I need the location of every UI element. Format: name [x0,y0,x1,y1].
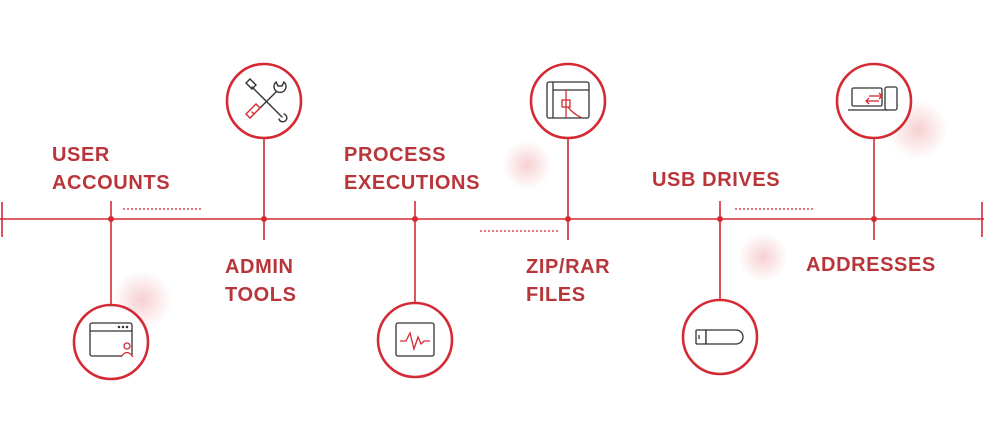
device-transfer-icon [848,86,898,111]
icon-circle-admin-tools [225,62,303,140]
label-admin-tools: ADMIN TOOLS [225,253,297,309]
icon-circle-zip-rar-files [529,62,607,140]
junction-dot [412,216,418,222]
label-line: ADDRESSES [806,254,936,276]
junction-dot [108,216,114,222]
browser-window-user-icon [89,322,134,358]
archive-folder-icon [546,81,590,119]
label-line: USB DRIVES [652,169,781,191]
wrench-screwdriver-icon [245,78,288,123]
label-usb-drives: USB DRIVES [652,166,780,194]
icon-circle-process-executions [376,301,454,379]
decorative-glow [738,232,788,282]
junction-dot [871,216,877,222]
label-line: ACCOUNTS [52,172,171,194]
label-addresses: ADDRESSES [806,251,936,279]
label-line: ZIP/RAR [526,256,611,278]
label-line: EXECUTIONS [344,172,481,194]
label-line: ADMIN [225,256,294,278]
label-line: TOOLS [225,284,297,306]
icon-circle-user-accounts [72,303,150,381]
junction-dot [717,216,723,222]
label-process-executions: PROCESS EXECUTIONS [344,141,480,197]
activity-monitor-icon [395,322,435,357]
junction-dot [565,216,571,222]
label-line: FILES [526,284,586,306]
label-line: PROCESS [344,144,447,166]
usb-stick-icon [695,329,744,345]
label-user-accounts: USER ACCOUNTS [52,141,170,197]
label-zip-rar-files: ZIP/RAR FILES [526,253,610,309]
decorative-glow [502,140,552,190]
junction-dot [261,216,267,222]
label-line: USER [52,144,110,166]
